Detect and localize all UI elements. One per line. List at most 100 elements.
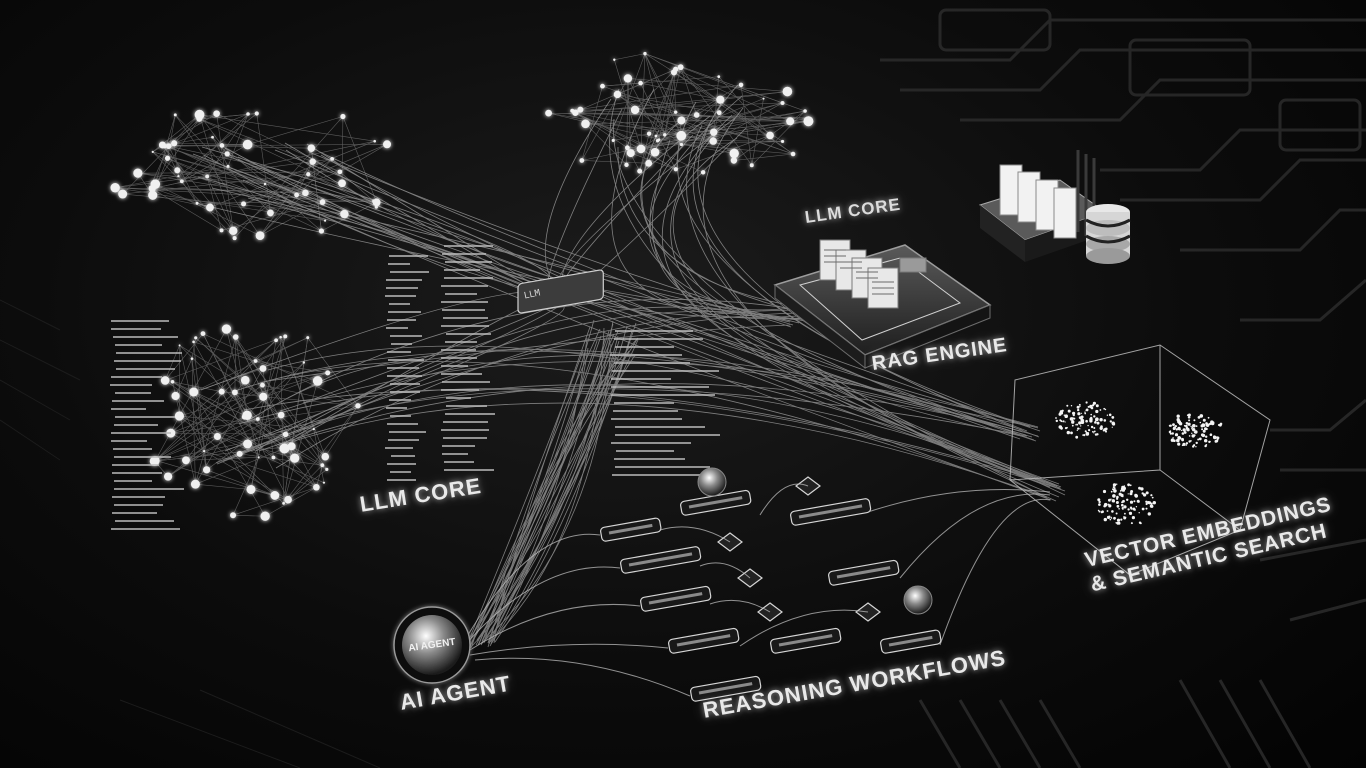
text-line	[611, 378, 671, 380]
network-edge	[172, 381, 222, 392]
network-node	[282, 431, 289, 438]
text-line	[111, 408, 146, 410]
data-stream	[267, 324, 791, 382]
network-node	[118, 189, 128, 199]
text-line	[441, 301, 488, 303]
embedding-point	[1055, 419, 1059, 423]
network-edge	[221, 145, 322, 232]
network-node	[274, 338, 278, 343]
embedding-point	[1103, 419, 1107, 422]
data-stream	[490, 325, 628, 645]
embedding-point	[1109, 518, 1112, 521]
network-node	[302, 189, 309, 197]
network-edge	[635, 91, 788, 111]
network-edge	[640, 117, 809, 150]
text-line	[444, 461, 474, 463]
network-node	[232, 235, 237, 241]
network-edge	[581, 160, 649, 164]
embedding-points	[1055, 401, 1223, 525]
embedding-point	[1127, 493, 1129, 495]
network-node	[194, 336, 198, 340]
embedding-point	[1201, 433, 1206, 438]
embedding-point	[1058, 412, 1062, 416]
network-node	[611, 138, 615, 143]
text-line	[441, 389, 479, 391]
network-node	[670, 69, 677, 76]
network-edge	[152, 140, 375, 189]
network-edge	[167, 114, 176, 159]
network-node	[373, 139, 376, 143]
embedding-point	[1128, 511, 1133, 515]
embedding-point	[1075, 424, 1077, 426]
network-node	[236, 450, 243, 457]
network-edge	[627, 78, 677, 170]
embedding-point	[1116, 504, 1120, 508]
data-stream	[487, 337, 588, 644]
network-node	[643, 51, 647, 56]
text-line	[444, 245, 493, 247]
network-edge	[640, 53, 646, 149]
network-edge	[206, 113, 249, 177]
embedding-point	[1122, 486, 1126, 491]
network-node	[355, 403, 361, 409]
network-node	[807, 116, 811, 120]
embedding-point	[1076, 429, 1079, 431]
network-node	[654, 134, 658, 138]
embedding-point	[1185, 424, 1188, 428]
network-node	[246, 112, 250, 116]
embedding-point	[1116, 495, 1119, 499]
embedding-point	[1070, 431, 1073, 435]
network-edge	[233, 514, 266, 517]
workflow-link	[867, 489, 1051, 513]
embedding-point	[1191, 432, 1193, 434]
data-stream	[224, 291, 572, 452]
embedding-point	[1080, 420, 1085, 425]
network-node	[710, 128, 718, 136]
network-node	[174, 411, 184, 421]
embedding-point	[1090, 425, 1094, 429]
network-node	[581, 119, 590, 129]
network-edge	[640, 131, 714, 150]
embedding-point	[1202, 429, 1206, 433]
network-edge	[612, 53, 646, 141]
embedding-point	[1192, 445, 1195, 448]
embedding-point	[1123, 505, 1127, 509]
network-edge	[713, 76, 720, 133]
workflow-link	[709, 599, 771, 613]
network-node	[786, 117, 795, 126]
embedding-point	[1187, 413, 1191, 417]
network-edge	[262, 384, 359, 407]
embedding-point	[1195, 446, 1197, 448]
network-edge	[658, 72, 675, 140]
network-edge	[199, 114, 234, 231]
text-line	[441, 357, 477, 359]
network-node	[700, 170, 706, 175]
text-line	[385, 447, 413, 449]
text-line	[441, 349, 476, 351]
embedding-point	[1076, 405, 1080, 409]
network-node	[229, 226, 238, 235]
workflow-step	[668, 627, 740, 654]
network-edge	[341, 116, 344, 184]
network-edge	[257, 336, 286, 420]
network-edge	[681, 144, 794, 155]
data-stream	[677, 101, 1028, 432]
workflow-link	[699, 562, 751, 579]
network-edge	[572, 84, 742, 112]
network-edge	[197, 200, 374, 204]
embedding-point	[1099, 409, 1102, 411]
network-node	[636, 144, 646, 154]
network-edge	[244, 362, 305, 418]
text-line	[391, 455, 415, 457]
embedding-point	[1130, 522, 1133, 525]
network-node	[320, 463, 325, 468]
text-line	[112, 472, 162, 474]
embedding-point	[1071, 418, 1074, 420]
embedding-point	[1204, 427, 1207, 431]
embedding-point	[1127, 483, 1130, 487]
data-stream	[465, 335, 619, 644]
embedding-point	[1116, 521, 1120, 525]
network-node	[213, 433, 221, 441]
text-line	[615, 426, 705, 428]
network-edge	[175, 114, 261, 236]
